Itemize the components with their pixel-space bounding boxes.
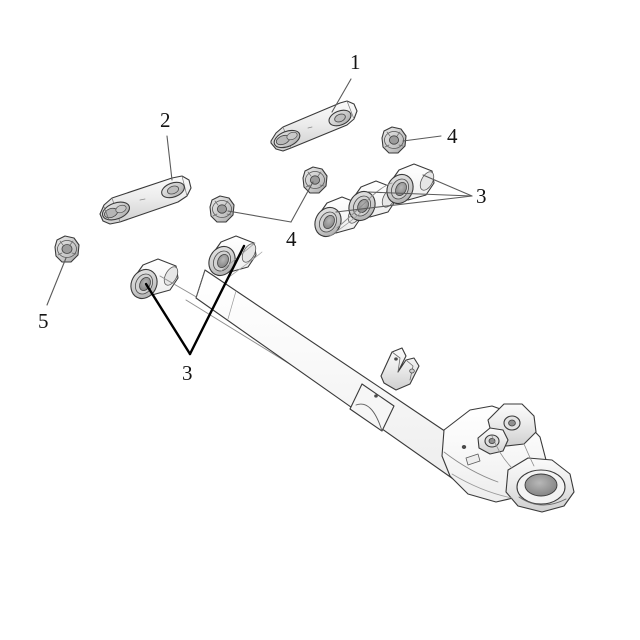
leader-1 (331, 78, 352, 113)
leader-4-right (402, 135, 442, 142)
leader-3-left-b (188, 244, 246, 356)
callout-number-5: 5 (38, 309, 49, 333)
leader-5 (46, 257, 67, 306)
callout-number-4-right: 4 (447, 124, 458, 148)
leader-3-left-a (144, 282, 192, 356)
leader-3-right-a (335, 195, 473, 213)
leader-4-left-a (227, 210, 292, 223)
part-lock-nut-lower (209, 195, 235, 223)
callout-number-1: 1 (350, 50, 361, 74)
part-castle-nut (54, 235, 80, 263)
part-upper-link-rod (270, 100, 358, 152)
callout-number-4-left: 4 (286, 227, 297, 251)
part-bushing-right-inner (386, 163, 435, 205)
leader-2 (166, 135, 173, 181)
part-lower-link-rod (99, 175, 192, 225)
leader-4-left-b (290, 181, 314, 223)
callout-number-2: 2 (160, 108, 171, 132)
leader-3-right-c (422, 174, 473, 197)
leader-3-right-b (367, 191, 473, 197)
leader-lines (46, 78, 473, 356)
part-lock-nut-mid (302, 166, 328, 194)
callout-number-3-right: 3 (476, 184, 487, 208)
callout-number-3-left: 3 (182, 361, 193, 385)
part-lock-nut-upper (381, 126, 407, 154)
part-axle-arm-body (159, 269, 575, 513)
